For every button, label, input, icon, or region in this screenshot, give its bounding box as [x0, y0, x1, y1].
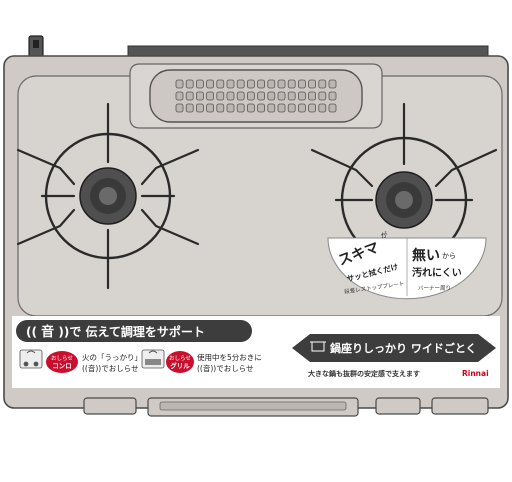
stove-alert-icon [19, 349, 43, 369]
ignition-lever-icon [28, 35, 44, 59]
banner-title-post: ))で 伝えて調理をサポート [58, 324, 205, 339]
grill-alert-icon [141, 349, 165, 369]
wide-trivet-banner: 鍋座りしっかり ワイドごとく 大きな鍋も抜群の安定感で支えます Rinnai [292, 334, 496, 378]
vent-hole [328, 91, 337, 101]
sound-assist-banner: (( 音 ))で 伝えて調理をサポート おしらせ コンロ 火の「うっかり」を (… [16, 320, 262, 373]
vent-hole [206, 79, 215, 89]
svg-text:おしらせ: おしらせ [51, 355, 73, 362]
vent-hole [297, 79, 306, 89]
vent-hole [277, 103, 286, 113]
vent-hole [257, 103, 266, 113]
vent-hole [287, 103, 296, 113]
vent-hole [277, 91, 286, 101]
vent-hole [206, 103, 215, 113]
vent-hole [175, 91, 184, 101]
left-burner-cap-icon [79, 167, 137, 225]
svg-text:おしらせ: おしらせ [169, 355, 191, 362]
callout-right-line2: 汚れにくい [412, 266, 462, 279]
vent-hole [226, 79, 235, 89]
pot-icon [310, 341, 326, 352]
vent-hole [328, 103, 337, 113]
grill-exhaust-vent [129, 63, 383, 129]
vent-hole [318, 79, 327, 89]
vent-hole [185, 79, 194, 89]
vent-hole [226, 91, 235, 101]
stove-alert-line1: 火の「うっかり」を [82, 353, 150, 362]
left-burner [16, 102, 200, 290]
vent-hole [175, 103, 184, 113]
vent-hole [257, 79, 266, 89]
banner-title-oto: 音 [41, 324, 54, 340]
grill-alert-line2: ((音))でおしらせ [197, 363, 254, 373]
vent-hole [246, 91, 255, 101]
vent-hole [267, 103, 276, 113]
vent-hole [308, 79, 317, 89]
grill-alert-badge: おしらせ グリル [166, 351, 194, 373]
vent-hole [308, 91, 317, 101]
vent-hole [318, 103, 327, 113]
grill-alert-line1: 使用中を5分おきに [197, 352, 262, 362]
callout-left-small: が [379, 230, 389, 241]
trivet-subline: 大きな鍋も抜群の安定感で支えます [308, 369, 420, 378]
vent-hole [328, 79, 337, 89]
grill-handle[interactable] [159, 401, 347, 411]
vent-hole [297, 91, 306, 101]
callout-right-caption: バーナー周り [418, 285, 451, 292]
vent-hole [236, 103, 245, 113]
vent-hole [236, 91, 245, 101]
vent-hole [195, 79, 204, 89]
vent-hole [195, 91, 204, 101]
svg-text:(( 音 ))で 伝えて調理をサポー: (( 音 ))で 伝えて調理をサポート [26, 324, 205, 340]
vent-hole [318, 91, 327, 101]
vent-hole [287, 91, 296, 101]
vent-hole [185, 103, 194, 113]
svg-text:グリル: グリル [170, 361, 190, 370]
right-burner-cap-icon [375, 171, 433, 229]
svg-text:コンロ: コンロ [52, 362, 72, 370]
trivet-headline: 鍋座りしっかり ワイドごとく [330, 341, 477, 355]
vent-hole [206, 91, 215, 101]
vent-hole [308, 103, 317, 113]
vent-hole [297, 103, 306, 113]
vent-hole [246, 79, 255, 89]
callout-right-small: から [442, 252, 456, 260]
banner-title-pre: (( [26, 325, 37, 339]
vent-hole [185, 91, 194, 101]
vent-hole [257, 91, 266, 101]
stove-alert-badge: おしらせ コンロ [46, 351, 78, 373]
vent-hole [216, 91, 225, 101]
back-rail [127, 45, 489, 57]
vent-hole [175, 79, 184, 89]
callout-right-big: 無い [412, 247, 440, 264]
vent-hole [267, 91, 276, 101]
vent-hole [216, 103, 225, 113]
vent-hole [246, 103, 255, 113]
stove-alert-line2: ((音))でおしらせ [82, 363, 139, 373]
vent-hole [236, 79, 245, 89]
vent-hole [216, 79, 225, 89]
vent-hole [226, 103, 235, 113]
brand-logo-text: Rinnai [462, 369, 489, 378]
right-burner-feature-callout: スキマ が サッと拭くだけ 段差レストッププレート 無い から 汚れにくい バー… [327, 230, 487, 300]
vent-hole [287, 79, 296, 89]
vent-hole [195, 103, 204, 113]
vent-hole [277, 79, 286, 89]
vent-hole [267, 79, 276, 89]
